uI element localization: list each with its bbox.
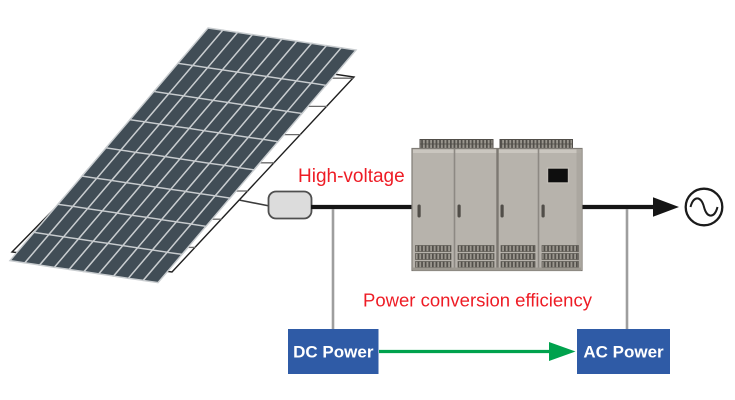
vent-grille [541, 253, 579, 260]
solar-panel [309, 47, 358, 87]
door-handle-icon [417, 204, 421, 218]
efficiency-label: Power conversion efficiency [363, 290, 593, 311]
vent-grille [457, 245, 495, 252]
cabinet-base-strip [413, 267, 581, 271]
hv-arrowhead-icon [653, 197, 679, 217]
ac-power-label: AC Power [583, 343, 664, 362]
door-handle-icon [457, 204, 461, 218]
door-handles [417, 204, 545, 218]
inverter-cabinet-icon [411, 139, 583, 272]
vent-grille [415, 245, 452, 252]
door-handle-icon [541, 204, 545, 218]
dc-wire [238, 199, 270, 207]
panel-grid [8, 27, 358, 284]
ac-power-box: AC Power [577, 329, 670, 374]
efficiency-arrow [379, 342, 576, 361]
ac-grid-icon [684, 187, 724, 227]
high-voltage-label: High-voltage [298, 166, 405, 187]
vent-grille [500, 253, 536, 260]
vent-grille [457, 253, 495, 260]
junction-box-icon [267, 190, 313, 220]
dc-power-label: DC Power [293, 343, 374, 362]
dc-power-box: DC Power [288, 329, 379, 374]
door-handle-icon [500, 204, 504, 218]
vent-grille [541, 245, 579, 252]
cabinet-side-shade [576, 149, 582, 270]
solar-array [8, 27, 358, 284]
vent-grille [457, 261, 495, 268]
vent-grille [415, 261, 452, 268]
vent-grille [500, 245, 536, 252]
green-arrowhead-icon [549, 342, 576, 361]
vent-grille [541, 261, 579, 268]
display-panel-icon [546, 167, 570, 184]
sine-wave-icon [689, 197, 719, 217]
vent-grille [500, 261, 536, 268]
vent-grille [415, 253, 452, 260]
